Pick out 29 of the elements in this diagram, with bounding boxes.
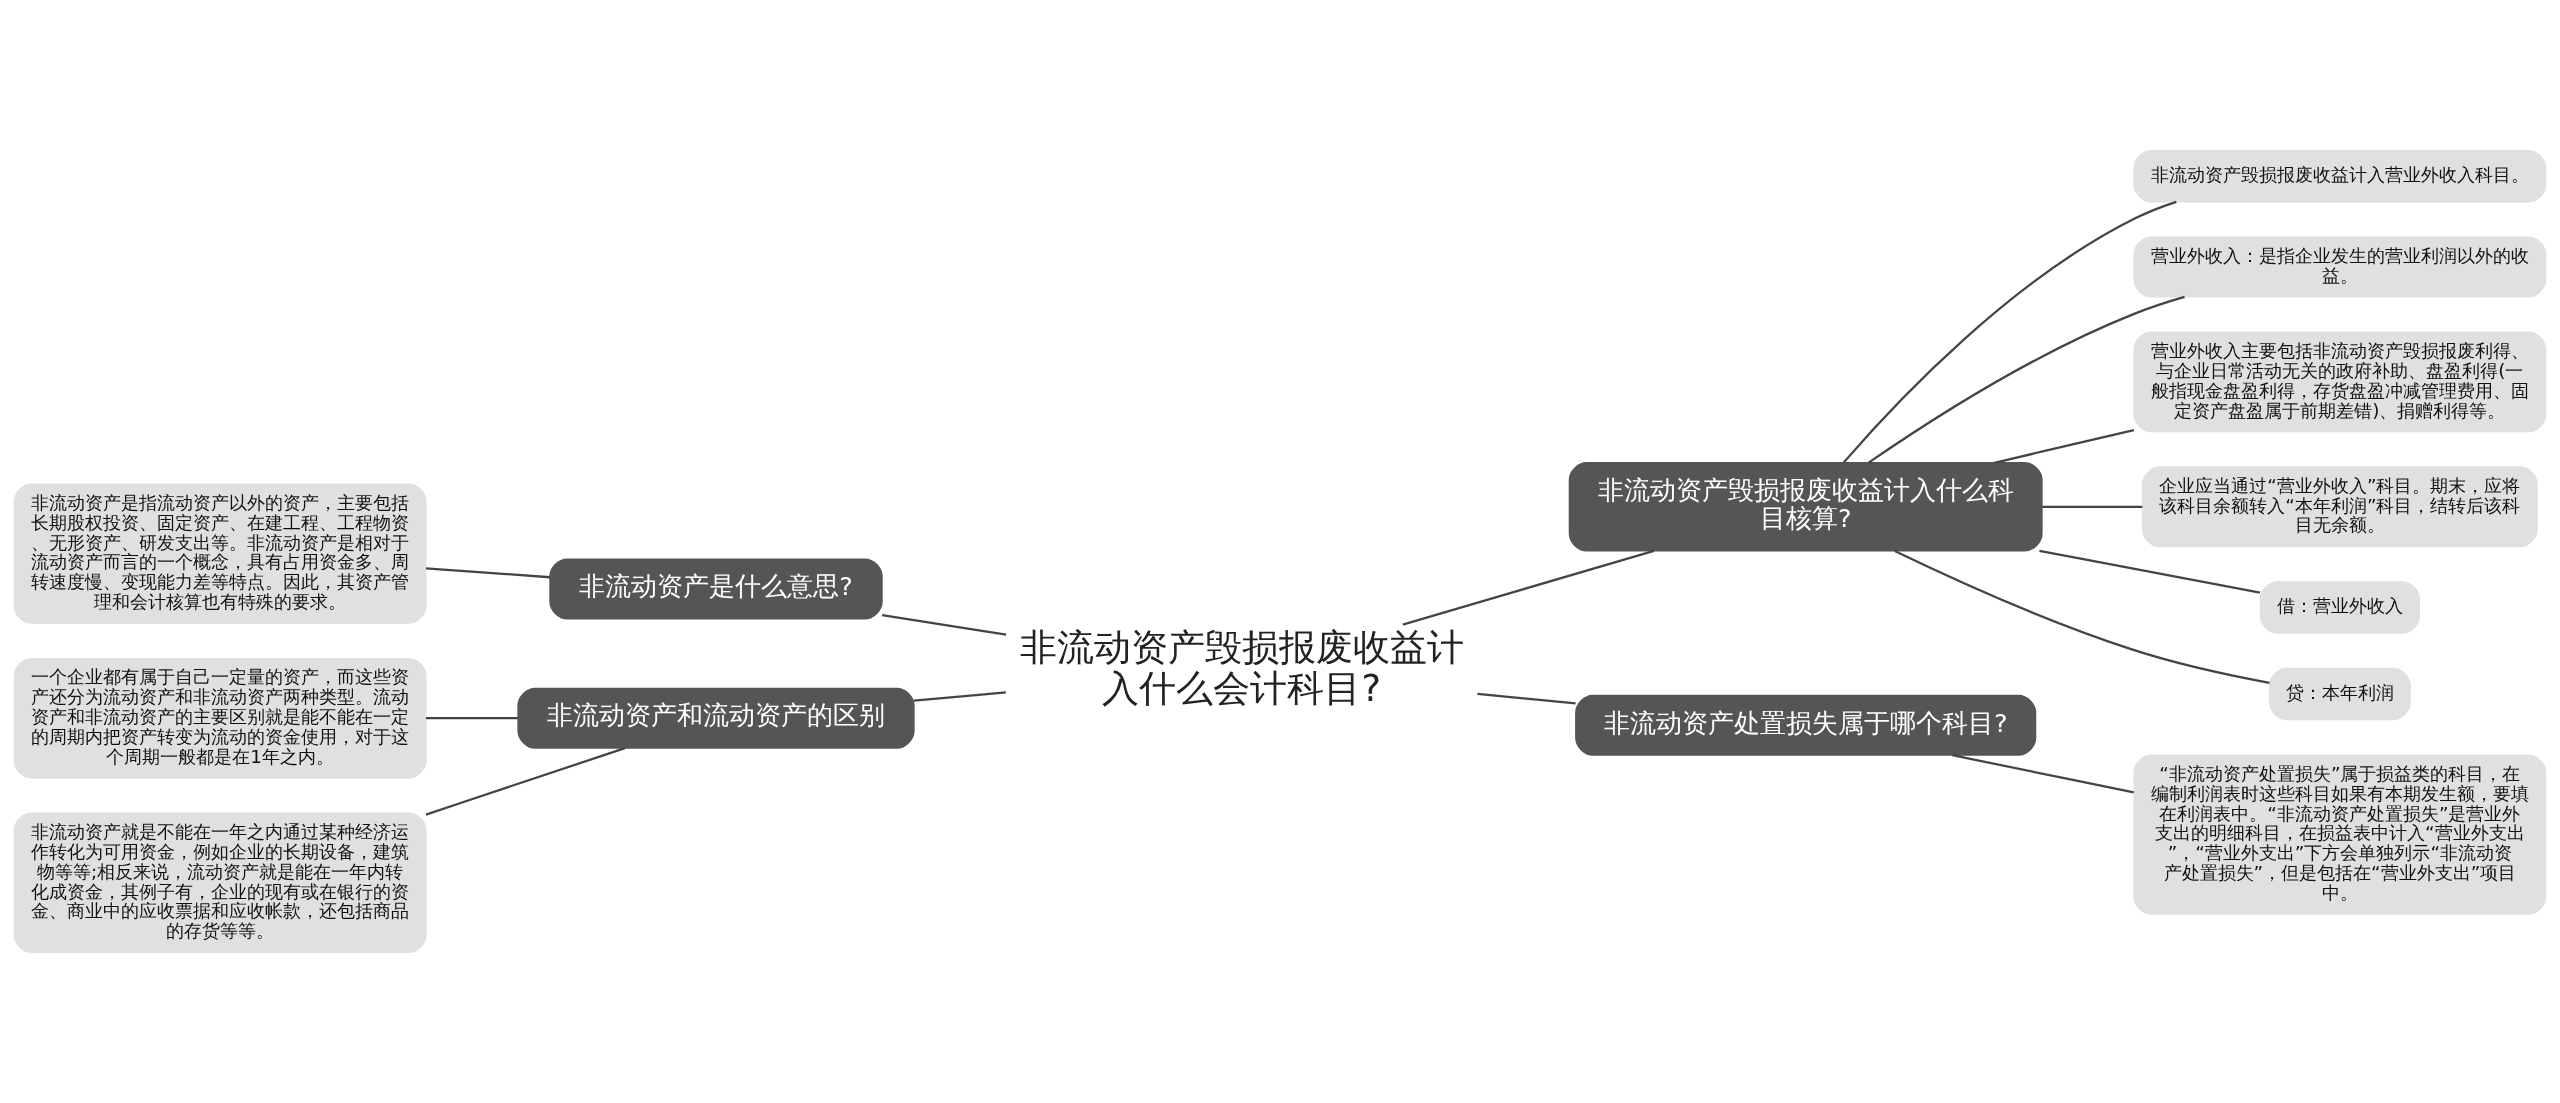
node-box: 贷：本年利润 xyxy=(2268,667,2411,721)
node-box: “非流动资产处置损失”属于损益类的科目，在编制利润表时这些科目如果有本期发生额，要填在利润表中。“非流动资产处置损失”是营业外支出的明细科目，在损益表中计入“营业外支出”，“营业外支出”下方会单独列示“非流动资产处置损失”，但是包括在“营业外支出”项目中。 xyxy=(2133,754,2547,915)
node-box: 非流动资产处置损失属于哪个科目? xyxy=(1575,694,2037,756)
connector xyxy=(1868,295,2185,464)
connector xyxy=(1952,754,2134,794)
connector xyxy=(1402,549,1655,626)
node-box: 非流动资产毁损报废收益计入什么科目核算? xyxy=(1568,462,2043,552)
connector xyxy=(881,613,1007,636)
node-box: 非流动资产是指流动资产以外的资产，主要包括长期股权投资、固定资产、在建工程、工程物资、无形资产、研发支出等。非流动资产是相对于流动资产而言的一个概念，具有占用资金多、周转速度慢、变现能力差等特点。因此，其资产管理和会计核算也有特殊的要求。 xyxy=(13,483,427,624)
connector xyxy=(1477,692,1576,705)
connector xyxy=(1894,549,2270,684)
connector xyxy=(1994,428,2135,464)
connector xyxy=(2039,549,2261,594)
node-box: 一个企业都有属于自己一定量的资产，而这些资产还分为流动资产和非流动资产两种类型。流动资产和非流动资产的主要区别就是能不能在一定的周期内把资产转变为流动的资金使用，对于这个周期一般都是在1年之内。 xyxy=(13,657,427,779)
connector xyxy=(425,567,551,579)
node-box: 非流动资产毁损报废收益计入营业外收入科目。 xyxy=(2133,149,2547,203)
connector xyxy=(425,747,626,816)
connector xyxy=(913,691,1006,702)
connector xyxy=(2042,505,2143,508)
node-box: 非流动资产是什么意思? xyxy=(549,558,883,620)
node-text: 非流动资产毁损报废收益计入什么会计科目? xyxy=(1019,625,1464,710)
connector xyxy=(426,717,519,720)
node-box: 营业外收入主要包括非流动资产毁损报废利得、与企业日常活动无关的政府补助、盘盈利得(一般指现金盘盈利得，存货盘盈冲减管理费用、固定资产盘盈属于前期差错)、捐赠利得等。 xyxy=(2133,331,2547,433)
node-box: 借：营业外收入 xyxy=(2259,581,2421,634)
node-box: 企业应当通过“营业外收入”科目。期末，应将该科目余额转入“本年利润”科目，结转后该科目无余额。 xyxy=(2141,466,2538,548)
node-box: 非流动资产就是不能在一年之内通过某种经济运作转化为可用资金，例如企业的长期设备，建筑物等等;相反来说，流动资产就是能在一年内转化成资金，其例子有，企业的现有或在银行的资金、商业中的应收票据和应收帐款，还包括商品的存货等等。 xyxy=(13,812,427,954)
connector xyxy=(1842,200,2177,464)
node-box: 非流动资产和流动资产的区别 xyxy=(517,687,915,749)
node-box: 营业外收入：是指企业发生的营业利润以外的收益。 xyxy=(2133,236,2547,298)
